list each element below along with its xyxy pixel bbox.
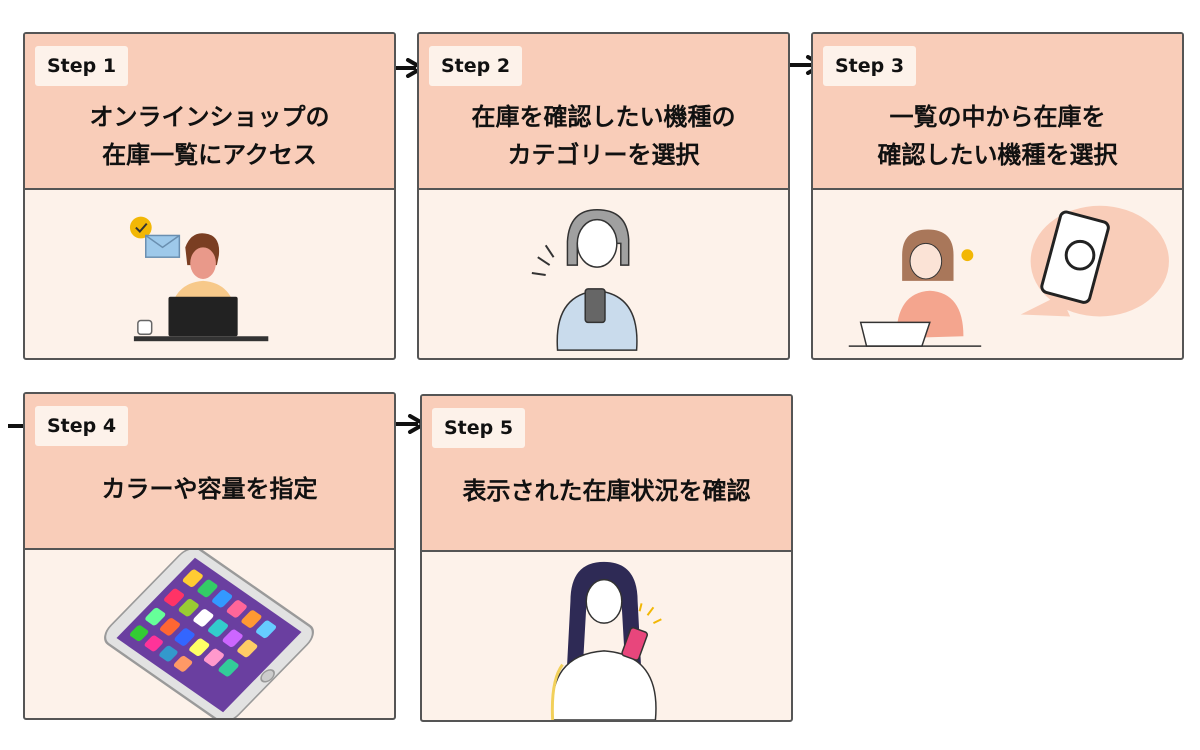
person-laptop-icon	[25, 190, 394, 358]
step-card-1: Step 1 オンラインショップの 在庫一覧にアクセス	[23, 32, 396, 360]
person-phone-icon	[419, 190, 788, 358]
step-title-line: オンラインショップの	[89, 103, 330, 131]
step-card-2: Step 2 在庫を確認したい機種の カテゴリーを選択	[417, 32, 790, 360]
step-card-5: Step 5 表示された在庫状況を確認	[420, 394, 793, 722]
step-title-line: 表示された在庫状況を確認	[462, 477, 751, 505]
step-card-3: Step 3 一覧の中から在庫を 確認したい機種を選択	[811, 32, 1184, 360]
step-title-line: カラーや容量を指定	[101, 475, 318, 503]
step-badge: Step 1	[35, 46, 129, 86]
step-title: 一覧の中から在庫を 確認したい機種を選択	[813, 98, 1182, 174]
step-badge: Step 5	[432, 408, 526, 448]
step-badge: Step 2	[429, 46, 523, 86]
step-title: 在庫を確認したい機種の カテゴリーを選択	[419, 98, 788, 174]
step-title: オンラインショップの 在庫一覧にアクセス	[25, 98, 394, 174]
step-header: Step 4 カラーや容量を指定	[25, 394, 394, 550]
step-title: カラーや容量を指定	[25, 470, 394, 508]
step-title: 表示された在庫状況を確認	[422, 472, 791, 510]
step-title-line: 在庫一覧にアクセス	[102, 141, 317, 169]
step-header: Step 5 表示された在庫状況を確認	[422, 396, 791, 552]
step-badge: Step 4	[35, 406, 129, 446]
step-title-line: カテゴリーを選択	[507, 141, 700, 169]
step-header: Step 2 在庫を確認したい機種の カテゴリーを選択	[419, 34, 788, 190]
step-header: Step 1 オンラインショップの 在庫一覧にアクセス	[25, 34, 394, 190]
woman-laptop-chat-icon	[813, 190, 1182, 358]
step-card-4: Step 4 カラーや容量を指定	[23, 392, 396, 720]
step-header: Step 3 一覧の中から在庫を 確認したい機種を選択	[813, 34, 1182, 190]
step-title-line: 確認したい機種を選択	[877, 141, 1118, 169]
smartphone-icon	[25, 550, 394, 718]
woman-smartphone-icon	[422, 552, 791, 720]
step-badge: Step 3	[823, 46, 917, 86]
step-title-line: 一覧の中から在庫を	[889, 103, 1106, 131]
step-title-line: 在庫を確認したい機種の	[471, 103, 736, 131]
